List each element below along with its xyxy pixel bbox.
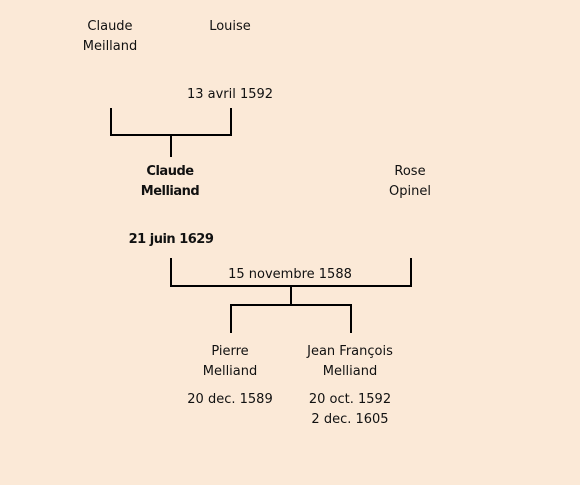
jean-dates: 20 oct. 1592 2 dec. 1605 bbox=[309, 390, 391, 430]
death-date-claude: 21 juin 1629 bbox=[128, 232, 214, 247]
marriage-date-1: 13 avril 1592 bbox=[186, 87, 274, 102]
last-name: Melliand bbox=[322, 364, 378, 379]
last-name: Meilland bbox=[82, 39, 138, 54]
last-name: Opinel bbox=[389, 184, 431, 199]
first-name: Pierre bbox=[211, 344, 249, 359]
first-name: Claude bbox=[146, 164, 194, 179]
birth-date-pierre: 20 dec. 1589 bbox=[187, 392, 273, 407]
last-name: Melliand bbox=[140, 184, 200, 199]
death-date-jean: 2 dec. 1605 bbox=[311, 412, 389, 427]
person-claude-melliand: Claude Melliand bbox=[140, 162, 200, 202]
person-pierre-melliand: Pierre Melliand bbox=[203, 342, 258, 382]
last-name: Melliand bbox=[202, 364, 258, 379]
first-name: Rose bbox=[394, 164, 426, 179]
first-name: Jean François bbox=[307, 344, 393, 359]
marriage-date-2: 15 novembre 1588 bbox=[228, 267, 352, 282]
birth-date-jean: 20 oct. 1592 bbox=[308, 392, 392, 407]
person-jean-francois-melliand: Jean François Melliand bbox=[307, 342, 393, 382]
first-name: Louise bbox=[209, 19, 251, 34]
person-claude-meilland: Claude Meilland bbox=[83, 17, 138, 57]
first-name: Claude bbox=[87, 19, 133, 34]
person-rose-opinel: Rose Opinel bbox=[389, 162, 431, 202]
person-louise: Louise bbox=[209, 17, 251, 37]
